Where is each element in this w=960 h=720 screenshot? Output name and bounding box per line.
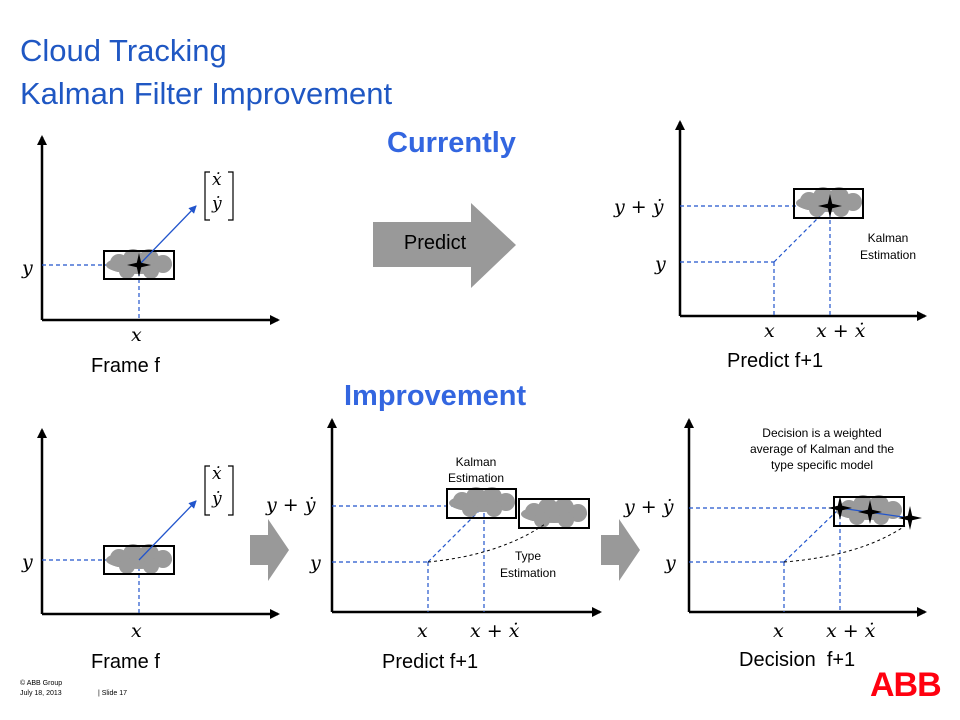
label-x-plus-tr: x + ẋ — [816, 320, 866, 342]
caption-frame-f-bottom: Frame f — [91, 651, 160, 673]
label-y-plus-br: y + ẏ — [624, 496, 674, 518]
section-currently: Currently — [387, 127, 516, 159]
footer-slide: | Slide 17 — [98, 690, 128, 697]
label-y-bm: y — [310, 552, 321, 574]
type-line1: Type — [514, 549, 541, 563]
label-y-plus-bm: y + ẏ — [266, 494, 316, 516]
label-y-tl: y — [22, 257, 33, 279]
predict-arrow-label: Predict — [403, 232, 467, 254]
small-arrow-1 — [250, 519, 289, 581]
decision-line2: average of Kalman and the — [749, 442, 895, 456]
type-estimation: Type Estimation — [485, 548, 571, 582]
small-arrow-2 — [601, 519, 640, 581]
vec-xdot-bl: ẋ — [212, 464, 222, 484]
decision-line3: type specific model — [770, 458, 874, 472]
vec-ydot-tl: ẏ — [212, 194, 222, 214]
label-x-tl: x — [131, 324, 142, 346]
predict-f1-bottom-plot — [327, 418, 602, 617]
decision-line1: Decision is a weighted — [762, 426, 882, 440]
kalman-top-line2: Estimation — [859, 248, 917, 262]
frame-f-top-plot — [37, 135, 280, 325]
label-x-bm: x — [417, 620, 428, 642]
caption-predict-top: Predict f+1 — [727, 350, 824, 372]
label-x-tr: x — [764, 320, 775, 342]
vec-ydot-bl: ẏ — [212, 489, 222, 509]
kalman-bottom-line1: Kalman — [455, 455, 497, 469]
abb-logo: ABB — [870, 666, 942, 704]
predict-f1-top-plot — [675, 120, 927, 321]
caption-decision: Decision f+1 — [739, 649, 856, 671]
label-x-br: x — [773, 620, 784, 642]
label-y-tr: y — [655, 253, 666, 275]
frame-f-bottom-plot — [37, 428, 280, 619]
caption-predict-bottom: Predict f+1 — [382, 651, 479, 673]
label-y-bl: y — [22, 551, 33, 573]
section-improvement: Improvement — [344, 380, 527, 412]
label-x-plus-br: x + ẋ — [826, 620, 876, 642]
decision-f1-plot — [684, 418, 927, 617]
slide-subtitle: Kalman Filter Improvement — [20, 76, 393, 111]
footer-copyright: © ABB Group — [20, 680, 63, 687]
decision-note: Decision is a weighted average of Kalman… — [714, 425, 930, 473]
type-line2: Estimation — [499, 566, 557, 580]
label-x-bl: x — [131, 620, 142, 642]
vec-xdot-tl: ẋ — [212, 170, 222, 190]
slide-title: Cloud Tracking — [20, 33, 227, 68]
label-y-plus-tr: y + ẏ — [614, 196, 664, 218]
kalman-estimation-bottom: Kalman Estimation — [432, 454, 520, 486]
label-x-plus-bm: x + ẋ — [470, 620, 520, 642]
kalman-top-line1: Kalman — [867, 231, 909, 245]
kalman-bottom-line2: Estimation — [447, 471, 505, 485]
label-y-br: y — [665, 552, 676, 574]
kalman-estimation-top: Kalman Estimation — [846, 230, 930, 264]
footer-date: July 18, 2013 — [20, 690, 62, 697]
caption-frame-f-top: Frame f — [91, 355, 160, 377]
predict-arrow — [373, 203, 516, 288]
